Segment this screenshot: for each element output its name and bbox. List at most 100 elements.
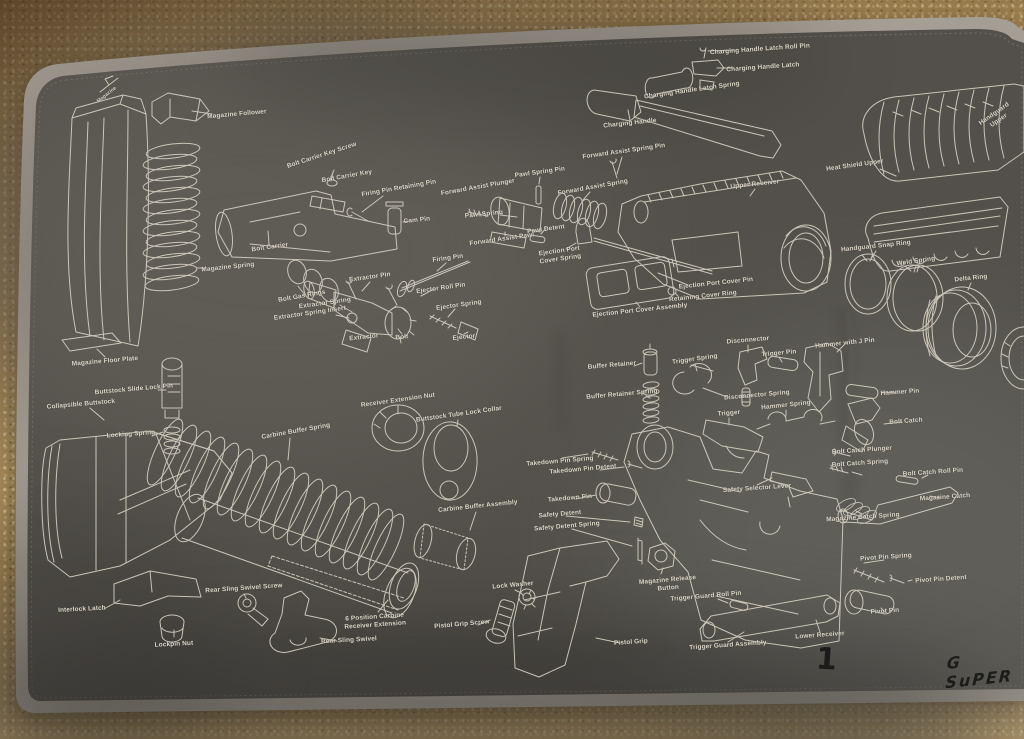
part-label: Bolt Catch bbox=[888, 416, 923, 426]
pistol-grip-screw-illustration bbox=[477, 599, 516, 644]
part-label: Trigger Guard Assembly bbox=[689, 639, 767, 652]
part-label: Firing Pin Retaining Pin bbox=[360, 178, 437, 199]
part-label: Trigger Pin bbox=[761, 348, 797, 359]
part-label: Bolt Carrier Key bbox=[321, 168, 373, 185]
handguard-snap-ring-illustration bbox=[844, 250, 892, 315]
part-label: Rear Sling Swivel Screw bbox=[205, 582, 283, 595]
magazine-release-button-illustration bbox=[647, 542, 676, 575]
part-label: Upper Receiver bbox=[730, 178, 780, 191]
part-label: 6 Position Carbine Receiver Extension bbox=[344, 611, 407, 632]
takedown-pin-illustration bbox=[561, 449, 643, 506]
part-label: Pawl Spring bbox=[464, 208, 504, 220]
part-label: Locking Spring bbox=[106, 429, 156, 440]
part-label: Bolt Carrier Key Screw bbox=[286, 140, 358, 170]
part-label: Magazine Catch bbox=[919, 492, 971, 503]
part-label: Buttstock Tube Lock Collar bbox=[415, 404, 503, 424]
pistol-grip-illustration bbox=[512, 540, 621, 678]
part-label: Bolt Catch Spring bbox=[831, 457, 889, 469]
rear-sling-swivel-illustration bbox=[237, 590, 338, 653]
buffer-retainer-illustration bbox=[633, 343, 660, 425]
part-label: Interlock Latch bbox=[57, 604, 106, 615]
part-label: Buffer Retainer bbox=[587, 359, 637, 371]
part-label: Carbine Buffer Spring bbox=[260, 421, 331, 441]
part-label: Collapsible Buttstock bbox=[46, 397, 116, 411]
safety-illustration bbox=[565, 471, 814, 565]
firing-pin-retaining-pin-illustration bbox=[346, 195, 384, 222]
part-label: Trigger bbox=[717, 408, 741, 418]
part-label: Handguard Upper bbox=[977, 100, 1011, 130]
cam-pin-illustration bbox=[385, 201, 410, 235]
buttstock-latch-illustration bbox=[103, 570, 202, 610]
lock-washer-illustration bbox=[514, 588, 538, 610]
part-label: Rear Sling Swivel bbox=[320, 635, 378, 646]
part-label: Ejection Port Cover Assembly bbox=[592, 301, 688, 319]
magazine-floor-plate-illustration bbox=[61, 332, 122, 358]
barrel-nut-illustration bbox=[1000, 326, 1024, 390]
part-label: Magazine Floor Plate bbox=[71, 354, 139, 368]
ejection-port-cover-illustration bbox=[565, 217, 713, 310]
part-label: Pivot Pin Spring bbox=[859, 551, 913, 563]
part-label: Hammer Spring bbox=[760, 399, 812, 412]
part-label: Cam Pin bbox=[403, 215, 431, 226]
part-label: Carbine Buffer Assembly bbox=[437, 498, 518, 514]
charging-handle-illustration bbox=[586, 47, 782, 159]
part-label: Magazine Follower bbox=[206, 108, 267, 121]
part-label: Buttstock Slide Lock Pin bbox=[94, 382, 174, 397]
part-label: Pivot Pin bbox=[870, 606, 900, 616]
part-label: Ejector bbox=[452, 332, 476, 342]
buttstock-illustration bbox=[41, 407, 233, 578]
part-label: Charging Handle Latch Spring bbox=[643, 80, 741, 101]
bolt-illustration bbox=[303, 278, 417, 353]
part-label: Safety Detent Spring bbox=[533, 519, 601, 533]
part-label: Bolt Carrier bbox=[251, 241, 289, 254]
bolt-catch-illustration bbox=[829, 397, 929, 485]
part-label: Ejection Port Cover Spring bbox=[538, 244, 582, 266]
lockpin-nut-illustration bbox=[159, 614, 185, 643]
part-label: Lock Washer bbox=[492, 579, 534, 591]
part-label: Trigger Spring bbox=[671, 352, 719, 366]
exploded-diagram bbox=[41, 47, 1024, 678]
part-label: Ejector Spring bbox=[435, 298, 483, 312]
part-label: Forward Assist Spring bbox=[557, 177, 629, 197]
magazine-spring-illustration bbox=[141, 140, 206, 294]
part-label: Magazine bbox=[95, 85, 118, 105]
part-label: Magazine Catch Spring bbox=[825, 511, 900, 524]
bolt-gas-rings-illustration bbox=[287, 259, 339, 303]
receiver-extension-nut-illustration bbox=[371, 404, 425, 452]
part-label: Handguard Snap Ring bbox=[840, 239, 912, 254]
part-label: Bolt Catch Plunger bbox=[831, 444, 893, 456]
part-label: Takedown Pin bbox=[547, 492, 593, 504]
part-label: Disconnector bbox=[726, 334, 770, 346]
trigger-guard-illustration bbox=[699, 594, 841, 643]
buffer-tube-illustration bbox=[174, 493, 417, 619]
part-label: Ejector Roll Pin bbox=[415, 281, 466, 296]
part-label: Lower Receiver bbox=[795, 630, 845, 641]
part-label: Disconnector Spring bbox=[723, 388, 791, 402]
part-label: Firing Pin bbox=[432, 252, 464, 264]
magazine-follower-illustration bbox=[151, 92, 213, 125]
part-label: Hammer with J Pin bbox=[814, 336, 876, 350]
slide-lock-pin-illustration bbox=[157, 357, 183, 419]
part-label: Pistol Grip bbox=[613, 637, 649, 647]
pivot-pin-illustration bbox=[844, 559, 913, 615]
part-label: Charging Handle bbox=[602, 117, 657, 130]
delta-ring-illustration bbox=[922, 282, 997, 370]
lower-receiver-illustration bbox=[623, 424, 844, 649]
part-label: Extractor bbox=[348, 332, 379, 343]
bolt-carrier-illustration bbox=[215, 169, 398, 262]
part-label: Charging Handle Latch bbox=[726, 61, 800, 74]
part-label: Lockpin Nut bbox=[154, 639, 194, 649]
locking-spring-illustration bbox=[151, 426, 181, 455]
forward-assist-illustration bbox=[467, 156, 623, 249]
firing-pin-illustration bbox=[396, 260, 471, 298]
part-label: Hammer Pin bbox=[880, 387, 920, 398]
part-label: Forward Assist Plunger bbox=[440, 177, 516, 198]
buffer-assembly-illustration bbox=[413, 511, 477, 571]
part-label: Magazine Release Button bbox=[638, 574, 697, 593]
part-label: Heat Shield Upper bbox=[825, 157, 884, 173]
part-label: Delta Ring bbox=[954, 273, 988, 284]
part-label: Pawl Spring Pin bbox=[514, 165, 566, 180]
part-label: Magazine Spring bbox=[201, 261, 255, 274]
